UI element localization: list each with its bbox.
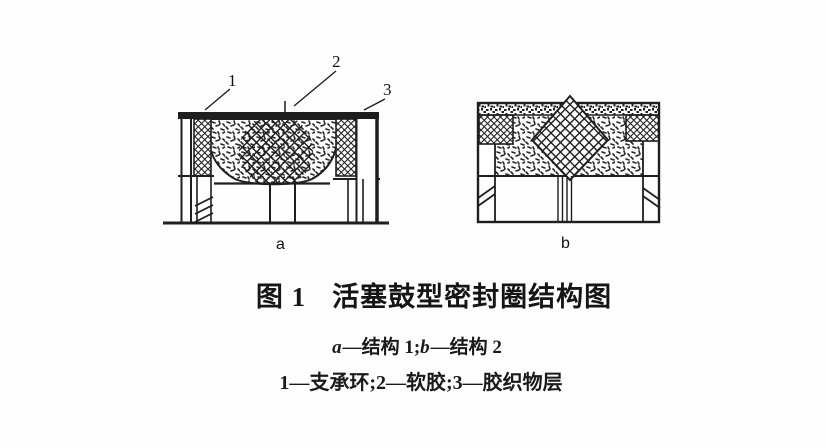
top-bar [178,112,379,119]
figure-title: 活塞鼓型密封圈结构图 [332,282,613,312]
left-leg-hatch [194,196,214,223]
figure-canvas: 1 2 3 a b [163,52,661,253]
left-wall-hatch [477,185,496,207]
left-corner-hatch-block [478,114,514,145]
legend-a-desc: —结构 1; [342,337,421,358]
callout-number-1: 1 [228,71,237,90]
callout-leaders [204,70,386,111]
legend-a-key: a [332,337,342,358]
legend-structures: a—结构 1;b—结构 2 [8,337,826,360]
callout-number-2: 2 [332,52,341,71]
legend-b-desc: —结构 2 [430,337,502,358]
left-wall [479,144,495,222]
right-legs [347,179,364,223]
left-outer-wall [182,119,191,223]
dome-weave-hatch [239,119,313,185]
right-corner-hatch-block [625,114,660,142]
legend-parts: 1—支承环;2—软胶;3—胶织物层 [279,372,563,394]
center-diamond-weave [530,94,610,182]
panel-b-label: b [561,235,570,252]
panel-a-cross-section [163,70,389,225]
center-column [269,184,296,223]
figure-number: 图 1 [255,282,307,312]
seal-ring-technical-drawing [163,70,661,225]
legend-b-key: b [420,337,430,358]
panel-a-label: a [276,236,285,253]
right-wall-hatch [642,187,661,209]
left-legs [196,176,212,223]
left-support-ring [193,118,212,177]
right-fabric-ring [335,118,357,177]
figure-caption: 图 1 活塞鼓型密封圈结构图 [42,281,826,313]
right-wall [643,141,659,222]
right-outer-wall [357,119,376,223]
center-column [557,176,573,222]
panel-b-cross-section [476,94,661,224]
callout-number-3: 3 [383,80,392,99]
